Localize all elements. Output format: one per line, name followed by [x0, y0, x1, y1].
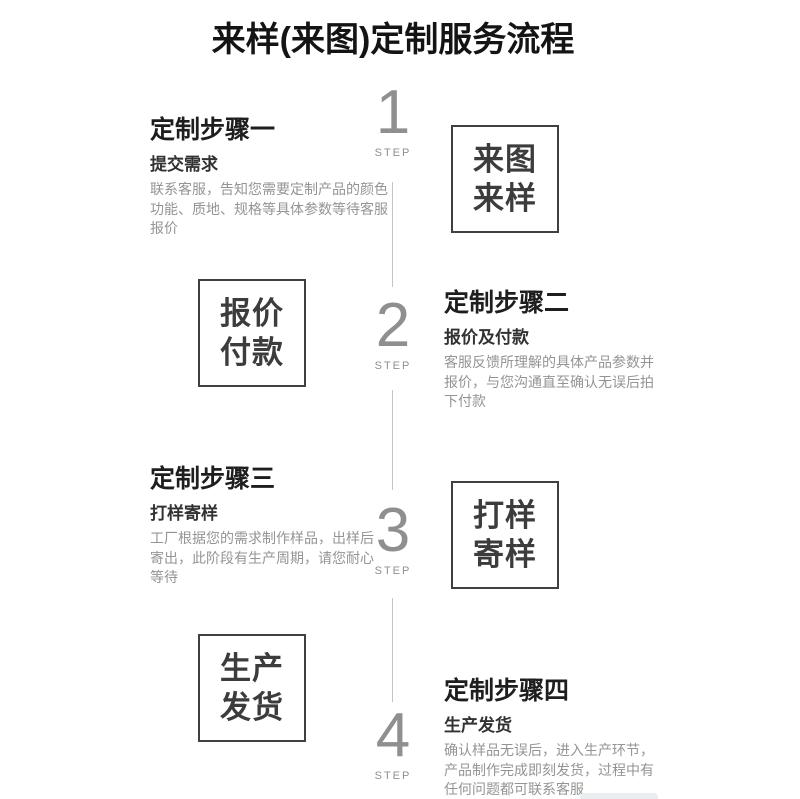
step-2-number: 2 [375, 291, 411, 360]
step-1-heading: 定制步骤一 [150, 116, 276, 144]
page-title: 来样(来图)定制服务流程 [211, 21, 575, 59]
step-3-number-block: 3 STEP [343, 496, 443, 578]
step-4-step-label: STEP [374, 770, 412, 782]
step-3-subheading: 打样寄样 [150, 504, 218, 523]
step-4-description: 确认样品无误后，进入生产环节， 产品制作完成即刻发货，过程中有 任何问题都可联系… [444, 742, 654, 797]
step-3-number: 3 [375, 496, 411, 565]
timeline-segment-2 [392, 390, 393, 490]
timeline-segment-1 [392, 182, 393, 287]
step-2-description: 客服反馈所理解的具体产品参数并 报价，与您沟通直至确认无误后拍 下付款 [444, 354, 654, 409]
timeline-segment-3 [392, 598, 393, 702]
step-2-number-block: 2 STEP [343, 291, 443, 373]
step-2-step-label: STEP [374, 360, 412, 372]
step-3-heading: 定制步骤三 [150, 465, 276, 493]
step-2-sample-box: 报价 付款 [198, 279, 306, 387]
step-3-sample-box: 打样 寄样 [451, 481, 559, 589]
step-4-sample-box: 生产 发货 [198, 634, 306, 742]
step-1-number: 1 [375, 78, 411, 147]
step-1-number-block: 1 STEP [343, 78, 443, 160]
step-1-description: 联系客服，告知您需要定制产品的颜色 功能、质地、规格等具体参数等待客服 报价 [150, 181, 388, 236]
step-4-number-block: 4 STEP [343, 701, 443, 783]
step-1-text-block: 定制步骤一 提交需求 联系客服，告知您需要定制产品的颜色 功能、质地、规格等具体… [150, 116, 388, 239]
step-4-heading: 定制步骤四 [444, 677, 570, 705]
step-1-subheading: 提交需求 [150, 155, 218, 174]
step-1-step-label: STEP [374, 147, 412, 159]
step-1-sample-box: 来图 来样 [451, 125, 559, 233]
step-2-text-block: 定制步骤二 报价及付款 客服反馈所理解的具体产品参数并 报价，与您沟通直至确认无… [444, 289, 682, 412]
step-4-subheading: 生产发货 [444, 716, 512, 735]
step-3-description: 工厂根据您的需求制作样品，出样后 寄出，此阶段有生产周期，请您耐心 等待 [150, 530, 374, 585]
step-4-text-block: 定制步骤四 生产发货 确认样品无误后，进入生产环节， 产品制作完成即刻发货，过程… [444, 677, 682, 799]
step-3-step-label: STEP [374, 565, 412, 577]
step-4-number: 4 [375, 701, 411, 770]
step-3-text-block: 定制步骤三 打样寄样 工厂根据您的需求制作样品，出样后 寄出，此阶段有生产周期，… [150, 465, 388, 588]
step-2-heading: 定制步骤二 [444, 289, 570, 317]
step-2-subheading: 报价及付款 [444, 328, 529, 347]
watermark-strip [580, 793, 658, 799]
